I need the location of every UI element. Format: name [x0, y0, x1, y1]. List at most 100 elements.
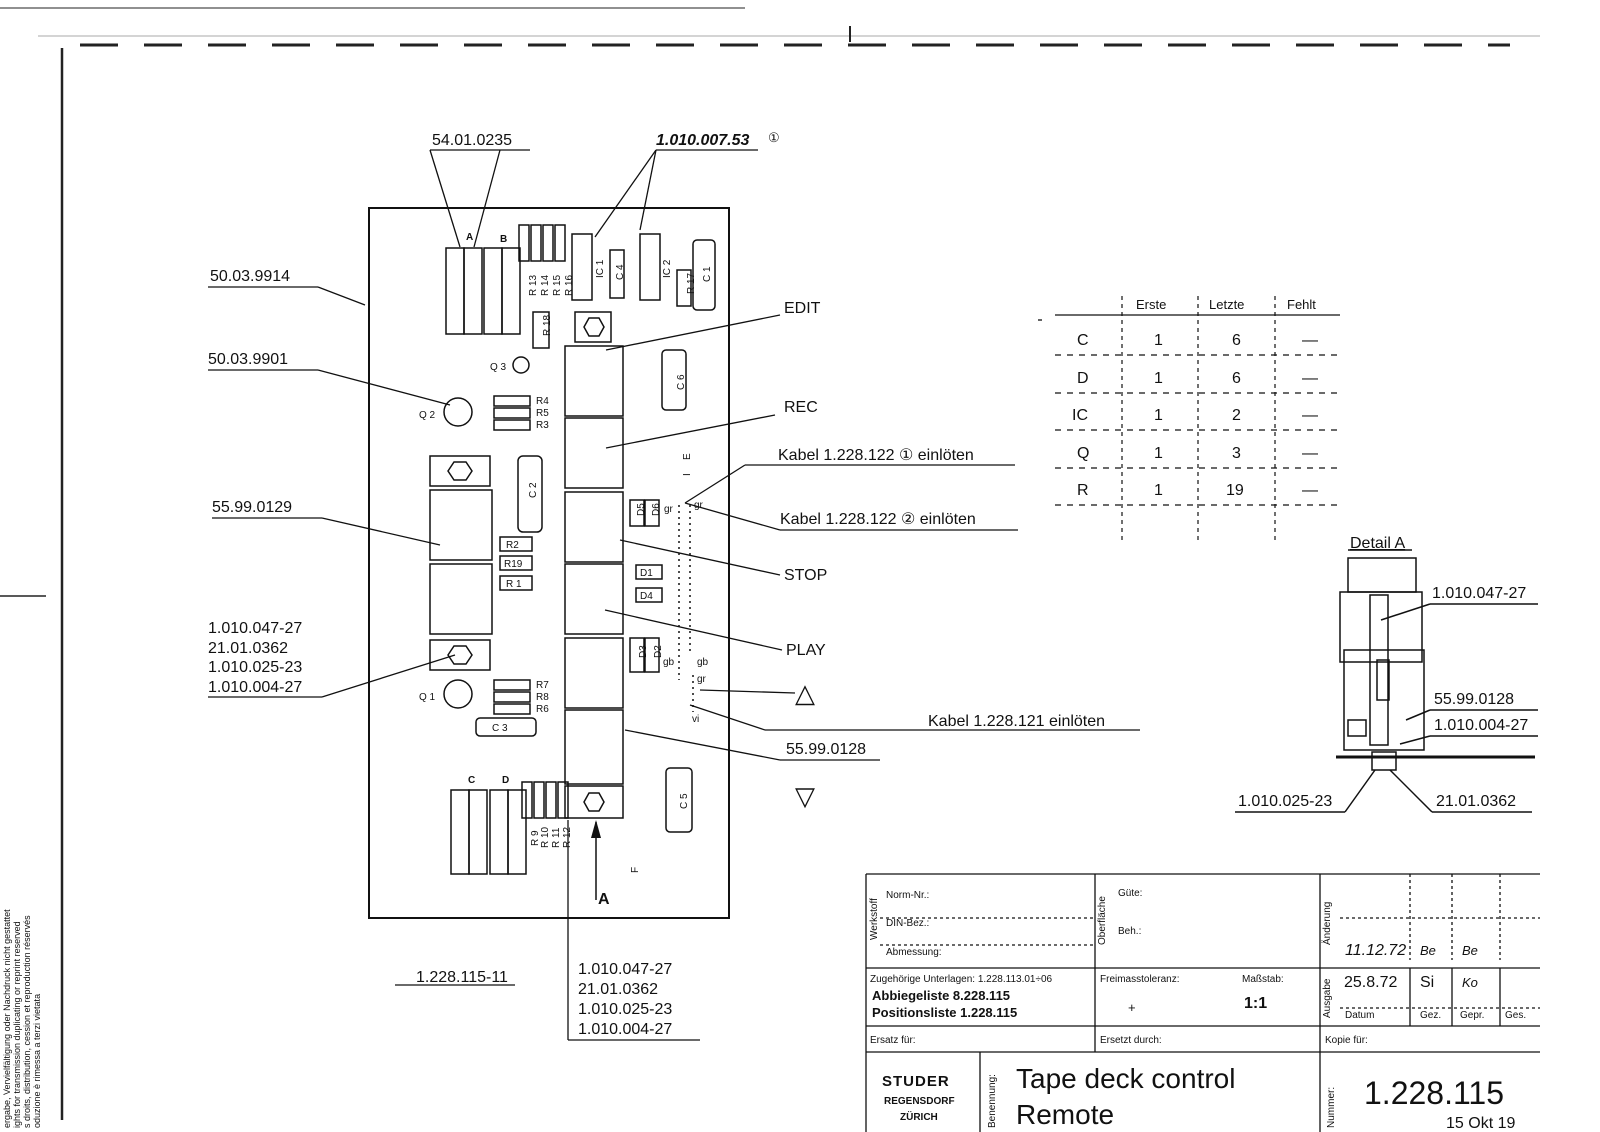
label-55990129: 55.99.0129 [212, 499, 292, 516]
comp-r7: R7 [536, 680, 549, 691]
capacitors [475, 239, 716, 833]
label-part-54010235: 54.01.0235 [432, 132, 512, 149]
comp-r2: R2 [506, 540, 519, 551]
tb-title-line2: Remote [1016, 1099, 1114, 1130]
label-kabel-2: Kabel 1.228.122 ② einlöten [780, 511, 976, 528]
tb-rev-date: 11.12.72 [1345, 942, 1406, 959]
count-header-fehlt: Fehlt [1287, 297, 1316, 312]
tb-abbiegeliste: Abbiegeliste 8.228.115 [872, 988, 1010, 1003]
detail-a-label-3: 1.010.004-27 [1434, 717, 1528, 734]
transistors [443, 356, 530, 709]
label-part-b-mark: ① [768, 130, 780, 145]
comp-conn-c: C [468, 775, 475, 786]
label-bottom-stack-2: 21.01.0362 [578, 981, 658, 998]
pad-f: F [630, 867, 641, 873]
tb-stamp: 15 Okt 19 [1446, 1115, 1515, 1132]
comp-r5: R5 [536, 408, 549, 419]
arrow-detail-a [591, 820, 601, 900]
margin-note-4: oduzione è rimessa a terzi vietata [32, 994, 42, 1128]
tb-company: STUDER [882, 1073, 950, 1090]
switch-modules [429, 311, 624, 819]
comp-c4: C 4 [615, 264, 626, 280]
pad-e: E [682, 453, 693, 460]
tb-ersatz-fuer: Ersatz für: [870, 1035, 916, 1046]
wire-gr-2: gr [694, 500, 704, 511]
tb-aenderung: Änderung [1321, 902, 1333, 945]
tb-abmessung: Abmessung: [886, 947, 942, 958]
pad-i: I [682, 473, 693, 476]
margin-note-1: ergabe, Vervielfältigung oder Nachdruck … [2, 909, 12, 1128]
tb-guete: Güte: [1118, 888, 1142, 899]
comp-r17: R 17 [686, 272, 697, 294]
detail-a-title: Detail A [1350, 535, 1405, 552]
tb-din-bez: DIN-Bez.: [886, 918, 929, 929]
title-block-lines [865, 873, 1540, 1132]
count-row-r-first: 1 [1154, 482, 1163, 499]
triangle-up-symbol: △ [795, 678, 815, 708]
count-row-d-label: D [1077, 370, 1089, 387]
count-row-d-first: 1 [1154, 370, 1163, 387]
comp-conn-b: B [500, 234, 507, 245]
comp-d5: D5 [636, 503, 647, 516]
label-left-stack-3: 1.010.025-23 [208, 659, 302, 676]
sheet-border [0, 7, 1540, 1120]
count-header-erste: Erste [1136, 297, 1166, 312]
count-row-ic-first: 1 [1154, 407, 1163, 424]
detail-a-label-2: 55.99.0128 [1434, 691, 1514, 708]
detail-a-drawing [1235, 549, 1538, 813]
label-edit: EDIT [784, 300, 821, 317]
connector-strips [445, 247, 527, 875]
tb-ausgabe: Ausgabe [1322, 978, 1333, 1018]
label-play: PLAY [786, 642, 826, 659]
comp-c6: C 6 [676, 374, 687, 390]
label-kabel-1: Kabel 1.228.122 ① einlöten [778, 447, 974, 464]
comp-r9: R 9 [530, 830, 541, 846]
label-50039914: 50.03.9914 [210, 268, 290, 285]
comp-r6: R6 [536, 704, 549, 715]
comp-r10: R 10 [540, 826, 551, 848]
label-left-stack-4: 1.010.004-27 [208, 679, 302, 696]
count-row-q-last: 3 [1232, 445, 1241, 462]
margin-copyright-note: ergabe, Vervielfältigung oder Nachdruck … [2, 909, 42, 1128]
count-row-ic-label: IC [1072, 407, 1088, 424]
count-row-d-last: 6 [1232, 370, 1241, 387]
count-table-lines [1055, 296, 1340, 540]
comp-conn-a: A [466, 232, 473, 243]
comp-q1: Q 1 [419, 692, 436, 703]
label-arrow-a: A [598, 891, 610, 908]
comp-r18: R 18 [542, 314, 553, 336]
tb-company-city2: ZÜRICH [900, 1110, 938, 1123]
detail-a-label-5: 21.01.0362 [1436, 793, 1516, 810]
tb-datum: Datum [1345, 1010, 1374, 1021]
count-row-d-missing: — [1302, 370, 1318, 387]
tb-oberflaeche: Oberfläche [1097, 896, 1108, 945]
comp-ic1: IC 1 [595, 259, 606, 278]
count-row-c-first: 1 [1154, 332, 1163, 349]
tb-gepr-val: Ko [1462, 975, 1478, 990]
tb-benennung: Benennung: [987, 1074, 998, 1128]
tb-freimass: Freimasstoleranz: [1100, 974, 1179, 985]
tb-title-line1: Tape deck control [1016, 1063, 1235, 1094]
count-header-letzte: Letzte [1209, 297, 1244, 312]
comp-r12: R 12 [562, 826, 573, 848]
tb-rev-b: Be [1462, 943, 1478, 958]
margin-note-3: s droits, distribution, cession et repro… [22, 915, 32, 1128]
detail-a-label-1: 1.010.047-27 [1432, 585, 1526, 602]
label-50039901: 50.03.9901 [208, 351, 288, 368]
count-row-q-first: 1 [1154, 445, 1163, 462]
label-55990128: 55.99.0128 [786, 741, 866, 758]
count-row-ic-missing: — [1302, 407, 1318, 424]
label-kabel-3: Kabel 1.228.121 einlöten [928, 713, 1105, 730]
wire-gb-1: gb [663, 657, 675, 668]
comp-c5: C 5 [679, 793, 690, 809]
component-labels: A B C D IC 1 IC 2 C 4 C 1 C 6 C 2 C 3 C … [419, 232, 713, 873]
tb-kopie-fuer: Kopie für: [1325, 1035, 1368, 1046]
comp-c2: C 2 [528, 482, 539, 498]
detail-a-label-4: 1.010.025-23 [1238, 793, 1332, 810]
triangle-down-symbol: ▽ [795, 781, 815, 811]
margin-note-2: ights for transmission duplicating or re… [12, 921, 22, 1128]
wire-gr-1: gr [664, 504, 674, 515]
tb-massstab: Maßstab: [1242, 974, 1284, 985]
diodes [629, 499, 663, 673]
